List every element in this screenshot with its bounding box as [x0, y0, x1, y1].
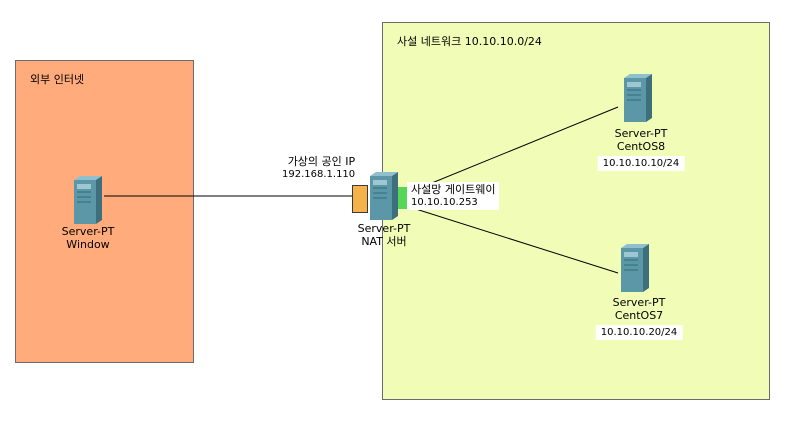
centos8-name-label: CentOS8 [616, 140, 666, 153]
nat-name-label: NAT 서버 [361, 235, 407, 248]
centos7-name-label: CentOS7 [614, 309, 664, 322]
private-network-zone: 사설 네트워크 10.10.10.0/24 [382, 22, 770, 400]
private-zone-label: 사설 네트워크 10.10.10.0/24 [397, 35, 542, 48]
public-ip-value: 192.168.1.110 [282, 169, 356, 180]
server-nat-icon[interactable] [366, 170, 400, 222]
gateway-title: 사설망 게이트웨이 [411, 183, 496, 196]
nat-caption: Server-PT NAT 서버 [358, 222, 411, 248]
server-centos8-icon[interactable] [620, 72, 654, 124]
centos8-ip-label: 10.10.10.10/24 [597, 156, 685, 171]
link-nat-centos8[interactable] [399, 106, 619, 197]
private-port[interactable] [398, 187, 408, 209]
public-ip-label-group: 가상의 공인 IP 192.168.1.110 [282, 155, 355, 181]
window-type-label: Server-PT [61, 225, 115, 238]
link-nat-centos7[interactable] [399, 203, 619, 274]
centos7-type-label: Server-PT [612, 296, 666, 309]
centos7-ip-label: 10.10.10.20/24 [595, 325, 683, 340]
server-centos7-icon[interactable] [617, 242, 651, 294]
centos8-type-label: Server-PT [614, 127, 668, 140]
external-internet-zone: 외부 인터넷 [15, 60, 194, 363]
server-window-icon[interactable] [70, 174, 104, 226]
public-port[interactable] [352, 185, 368, 213]
external-zone-label: 외부 인터넷 [30, 73, 85, 86]
window-caption: Server-PT Window [62, 225, 115, 251]
window-name-label: Window [66, 238, 110, 251]
centos8-caption: Server-PT CentOS8 10.10.10.10/24 [597, 127, 685, 171]
nat-type-label: Server-PT [357, 222, 411, 235]
public-ip-title: 가상의 공인 IP [287, 155, 356, 168]
centos7-caption: Server-PT CentOS7 10.10.10.20/24 [595, 296, 683, 340]
gateway-label-group: 사설망 게이트웨이 10.10.10.253 [407, 182, 500, 210]
gateway-ip: 10.10.10.253 [411, 197, 478, 208]
